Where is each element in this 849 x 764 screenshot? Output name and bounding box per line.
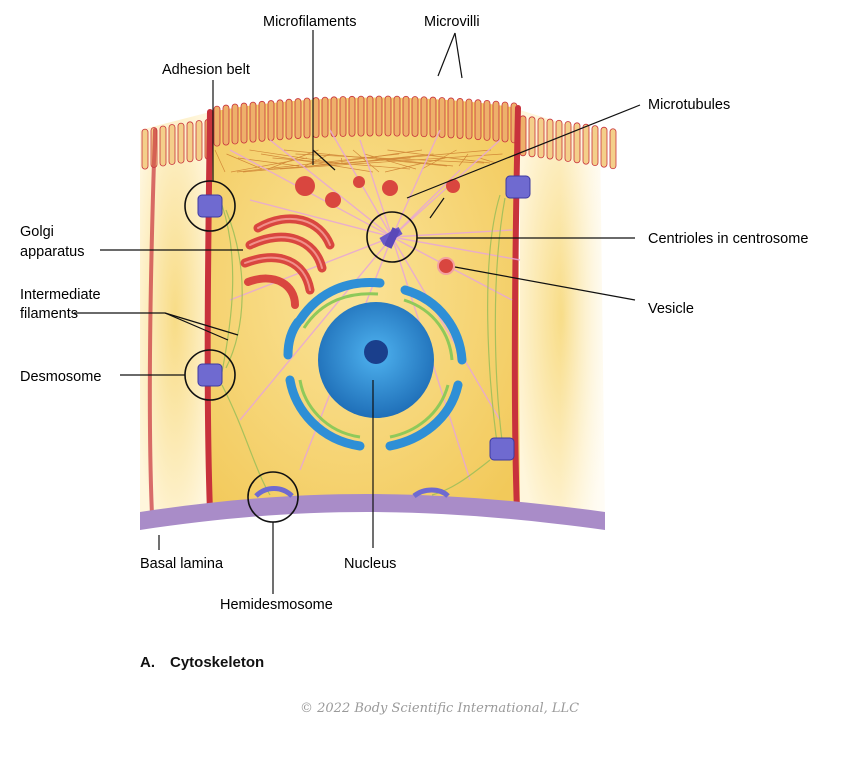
label-microtubules: Microtubules [648, 97, 730, 113]
label-adhesion-belt: Adhesion belt [162, 62, 250, 78]
label-hemidesmosome: Hemidesmosome [220, 597, 333, 613]
label-golgi-line1: Golgi [20, 224, 54, 240]
caption-title: Cytoskeleton [170, 654, 265, 671]
label-intermediate-line2: filaments [20, 306, 78, 322]
label-centrioles: Centrioles in centrosome [648, 231, 808, 247]
figure-caption: A. Cytoskeleton [140, 654, 264, 671]
junction-plaques [197, 175, 531, 499]
label-intermediate-line1: Intermediate [20, 287, 101, 303]
golgi-apparatus [240, 214, 335, 309]
label-vesicle: Vesicle [648, 301, 694, 317]
neighbor-cells [140, 110, 620, 540]
label-basal-lamina: Basal lamina [140, 556, 224, 572]
label-nucleus: Nucleus [344, 556, 396, 572]
centrosome [379, 227, 403, 249]
label-microvilli: Microvilli [424, 14, 480, 30]
leader-lines [74, 30, 641, 594]
copyright-notice: © 2022 Body Scientific International, LL… [300, 701, 580, 716]
nucleus [283, 277, 467, 451]
caption-letter: A. [140, 654, 155, 671]
label-microfilaments: Microfilaments [263, 14, 356, 30]
label-golgi-line2: apparatus [20, 244, 85, 260]
vesicles [295, 176, 460, 275]
label-desmosome: Desmosome [20, 369, 101, 385]
cell-membranes [147, 105, 521, 517]
